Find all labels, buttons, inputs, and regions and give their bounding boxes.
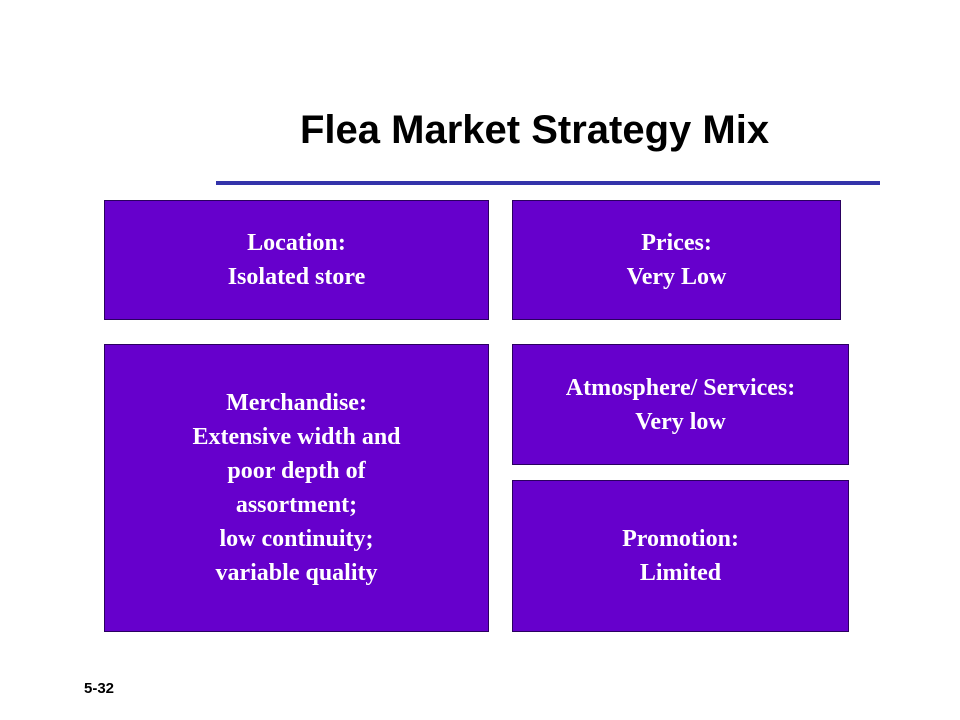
location-value: Isolated store — [227, 264, 366, 290]
title-underline — [216, 181, 880, 185]
slide-number: 5-32 — [84, 680, 115, 697]
atmosphere-value: Very low — [635, 408, 726, 435]
prices-value: Very Low — [626, 264, 727, 290]
atmosphere-services-box: Atmosphere/ Services: Very low — [512, 344, 849, 465]
slide-title: Flea Market Strategy Mix — [300, 108, 770, 152]
merchandise-line-4: low continuity; — [219, 526, 374, 552]
merchandise-line-5: variable quality — [215, 560, 378, 586]
location-heading: Location: — [247, 230, 346, 256]
merchandise-line-3: assortment; — [235, 492, 358, 518]
atmosphere-heading: Atmosphere/ Services: — [565, 374, 796, 401]
location-box: Location: Isolated store — [104, 200, 489, 320]
promotion-heading: Promotion: — [622, 526, 739, 552]
promotion-value: Limited — [639, 560, 722, 586]
promotion-box: Promotion: Limited — [512, 480, 849, 632]
prices-box: Prices: Very Low — [512, 200, 841, 320]
merchandise-heading: Merchandise: — [226, 390, 367, 416]
prices-heading: Prices: — [641, 230, 712, 256]
merchandise-box: Merchandise: Extensive width and poor de… — [104, 344, 489, 632]
merchandise-line-2: poor depth of — [227, 458, 366, 484]
merchandise-line-1: Extensive width and — [192, 424, 401, 450]
